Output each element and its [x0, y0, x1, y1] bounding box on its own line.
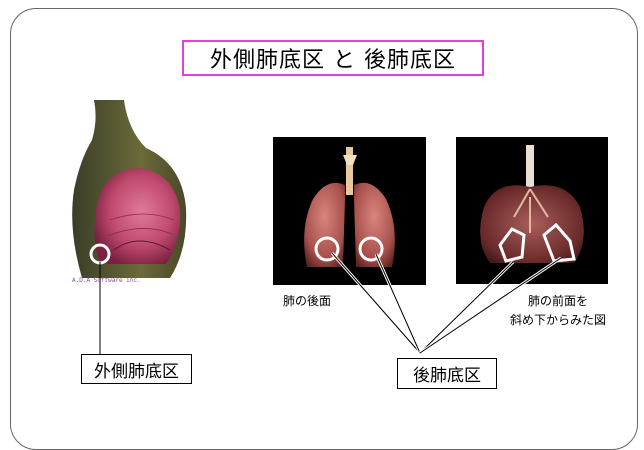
image-credit: A.D.A Software inc.: [72, 277, 141, 284]
posterior-view-caption: 肺の後面: [283, 293, 331, 310]
lateral-basal-label: 外側肺底区: [81, 354, 192, 384]
posterior-basal-label: 後肺底区: [397, 358, 497, 389]
posterior-lungs-image: [273, 137, 426, 285]
slide-title: 外側肺底区 と 後肺底区: [182, 40, 484, 76]
anterior-view-caption-2: 斜め下からみた図: [510, 312, 606, 329]
anterior-oblique-lungs-image: [456, 137, 608, 284]
lateral-torso-image: [54, 100, 213, 298]
anterior-view-caption-1: 肺の前面を: [528, 293, 588, 310]
